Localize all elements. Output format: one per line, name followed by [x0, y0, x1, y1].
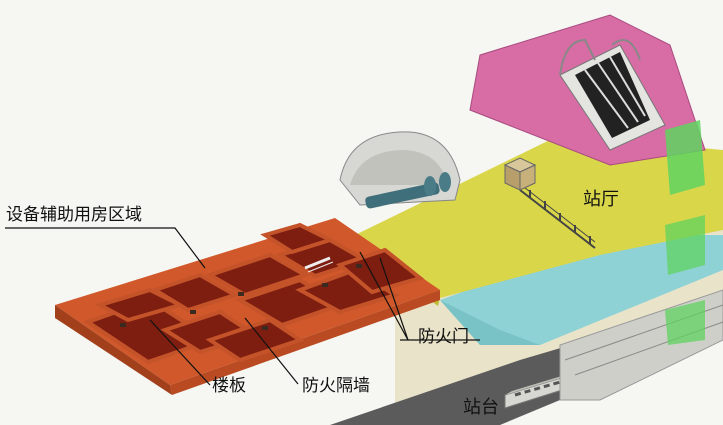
- room: [335, 247, 425, 295]
- room: [150, 272, 240, 313]
- concourse-floor: [355, 135, 723, 298]
- leader-lines: [5, 227, 480, 386]
- leader-fire-door-1: [359, 251, 409, 341]
- leader-fire-wall: [244, 317, 299, 385]
- label-floor-slab: 楼板: [212, 376, 246, 396]
- label-fire-door: 防火门: [418, 327, 469, 347]
- stair-shaft-icon: [665, 120, 705, 345]
- fire-door-markers: [120, 264, 362, 330]
- label-equipment-area: 设备辅助用房区域: [6, 205, 142, 225]
- label-concourse: 站厅: [583, 189, 619, 210]
- equipment-ladder-icon: [304, 256, 334, 273]
- leader-equipment-area: [5, 227, 206, 269]
- entrance-tunnel-icon: [339, 131, 461, 209]
- leader-floor-slab: [149, 319, 211, 386]
- label-fire-wall: 防火隔墙: [302, 376, 370, 396]
- ticket-booth-icon: [503, 157, 537, 191]
- platform-slab: [440, 235, 723, 345]
- equipment-rooms: [83, 222, 425, 365]
- escalator-icon: [559, 38, 666, 151]
- room: [205, 252, 310, 298]
- room: [260, 222, 336, 255]
- room: [205, 317, 305, 363]
- label-platform: 站台: [463, 397, 499, 418]
- platform-slab-edge: [440, 300, 540, 345]
- leader-fire-door-2: [379, 257, 409, 341]
- fire-door-railing: [519, 183, 596, 249]
